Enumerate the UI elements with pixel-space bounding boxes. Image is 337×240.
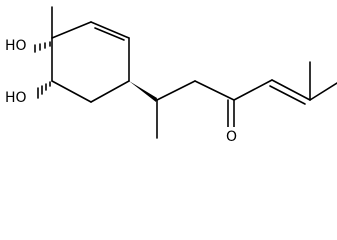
mask-carbonyl-oxygen bbox=[224, 127, 240, 145]
wedge-side-chain bbox=[129, 81, 157, 102]
bond-terminal-methyl-right bbox=[309, 82, 337, 101]
hashed-bond-lower-ho bbox=[37, 81, 51, 99]
mask-ho-bottom bbox=[4, 88, 29, 106]
bond-layer bbox=[34, 6, 337, 139]
ho-bottom-label: HO bbox=[5, 90, 27, 106]
bond-ring-bottom-right bbox=[90, 80, 130, 103]
molecule-structure: HO HO O bbox=[4, 6, 337, 145]
bond-side-chain-double-2 bbox=[269, 85, 306, 105]
bond-ring-top-double-1 bbox=[90, 21, 130, 39]
bond-side-chain-double-1 bbox=[271, 79, 311, 101]
carbonyl-oxygen-label: O bbox=[226, 129, 237, 145]
bond-side-chain-3 bbox=[233, 79, 273, 101]
ho-top-label: HO bbox=[5, 38, 27, 54]
hashed-bond-upper-ho bbox=[34, 41, 51, 53]
bond-ring-bottom-left bbox=[51, 80, 92, 103]
bond-side-chain-2 bbox=[194, 80, 235, 101]
bond-ring-top-double-2 bbox=[94, 27, 125, 41]
bond-side-chain-1 bbox=[156, 80, 196, 101]
bond-ring-top-left bbox=[51, 21, 92, 39]
mask-ho-top bbox=[4, 36, 29, 54]
